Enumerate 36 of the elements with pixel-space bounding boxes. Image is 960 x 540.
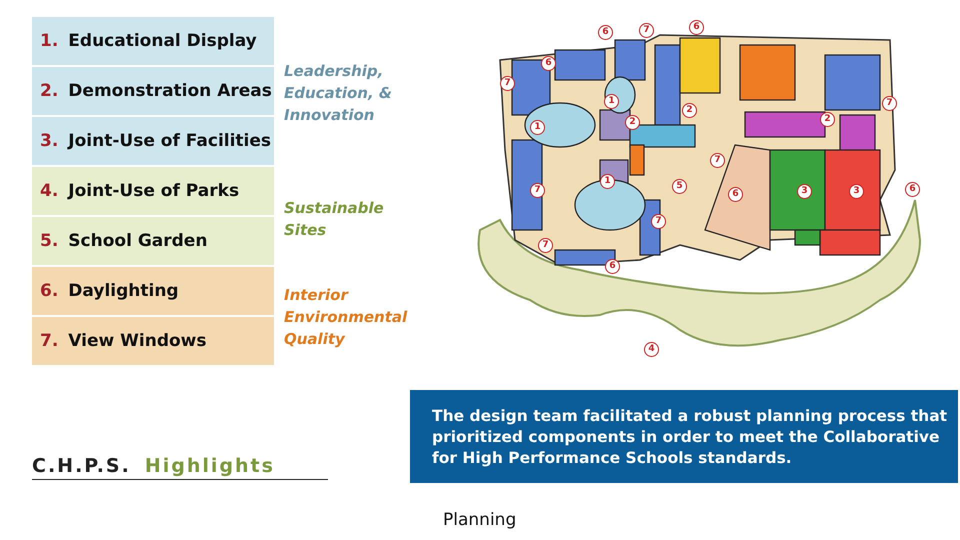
item-label: Daylighting: [68, 281, 179, 301]
table-row: [32, 17, 274, 65]
table-row: [32, 317, 274, 365]
caption: Planning: [443, 510, 516, 530]
item-label: Educational Display: [68, 31, 257, 51]
callout-number: 7: [882, 96, 897, 111]
item-label: View Windows: [68, 331, 206, 351]
item-number: 3.: [40, 131, 58, 151]
item-number: 6.: [40, 281, 58, 301]
item-label: Demonstration Areas: [68, 81, 272, 101]
item-label: School Garden: [68, 231, 208, 251]
item-number: 5.: [40, 231, 58, 251]
callout-number: 6: [598, 25, 613, 40]
info-text: The design team facilitated a robust planning process that prioritized components in order to meet the Collaborative for High Performance Schools standards.: [432, 406, 948, 469]
table-row: [32, 67, 274, 115]
heading: Highlights: [144, 455, 275, 477]
callout-number: 4: [644, 342, 659, 357]
category-label: Sustainable Sites: [284, 198, 385, 241]
callout-number: 7: [639, 23, 654, 38]
table-row: [32, 117, 274, 165]
item-number: 1.: [40, 31, 58, 51]
item-label: Joint-Use of Parks: [68, 181, 240, 201]
heading: C.H.P.S.: [32, 455, 131, 477]
item-label: Joint-Use of Facilities: [68, 131, 272, 151]
item-number: 7.: [40, 331, 58, 351]
table-row: [32, 217, 274, 265]
item-number: 2.: [40, 81, 58, 101]
table-row: [32, 167, 274, 215]
category-label: Leadership, Education, & Innovation: [284, 61, 393, 126]
callout-number: 6: [905, 182, 920, 197]
info-panel: [410, 390, 958, 483]
category-label: Interior Environmental Quality: [284, 285, 408, 350]
table-row: [32, 267, 274, 315]
callout-number: 6: [689, 20, 704, 35]
item-number: 4.: [40, 181, 58, 201]
callout-number: 6: [605, 259, 620, 274]
